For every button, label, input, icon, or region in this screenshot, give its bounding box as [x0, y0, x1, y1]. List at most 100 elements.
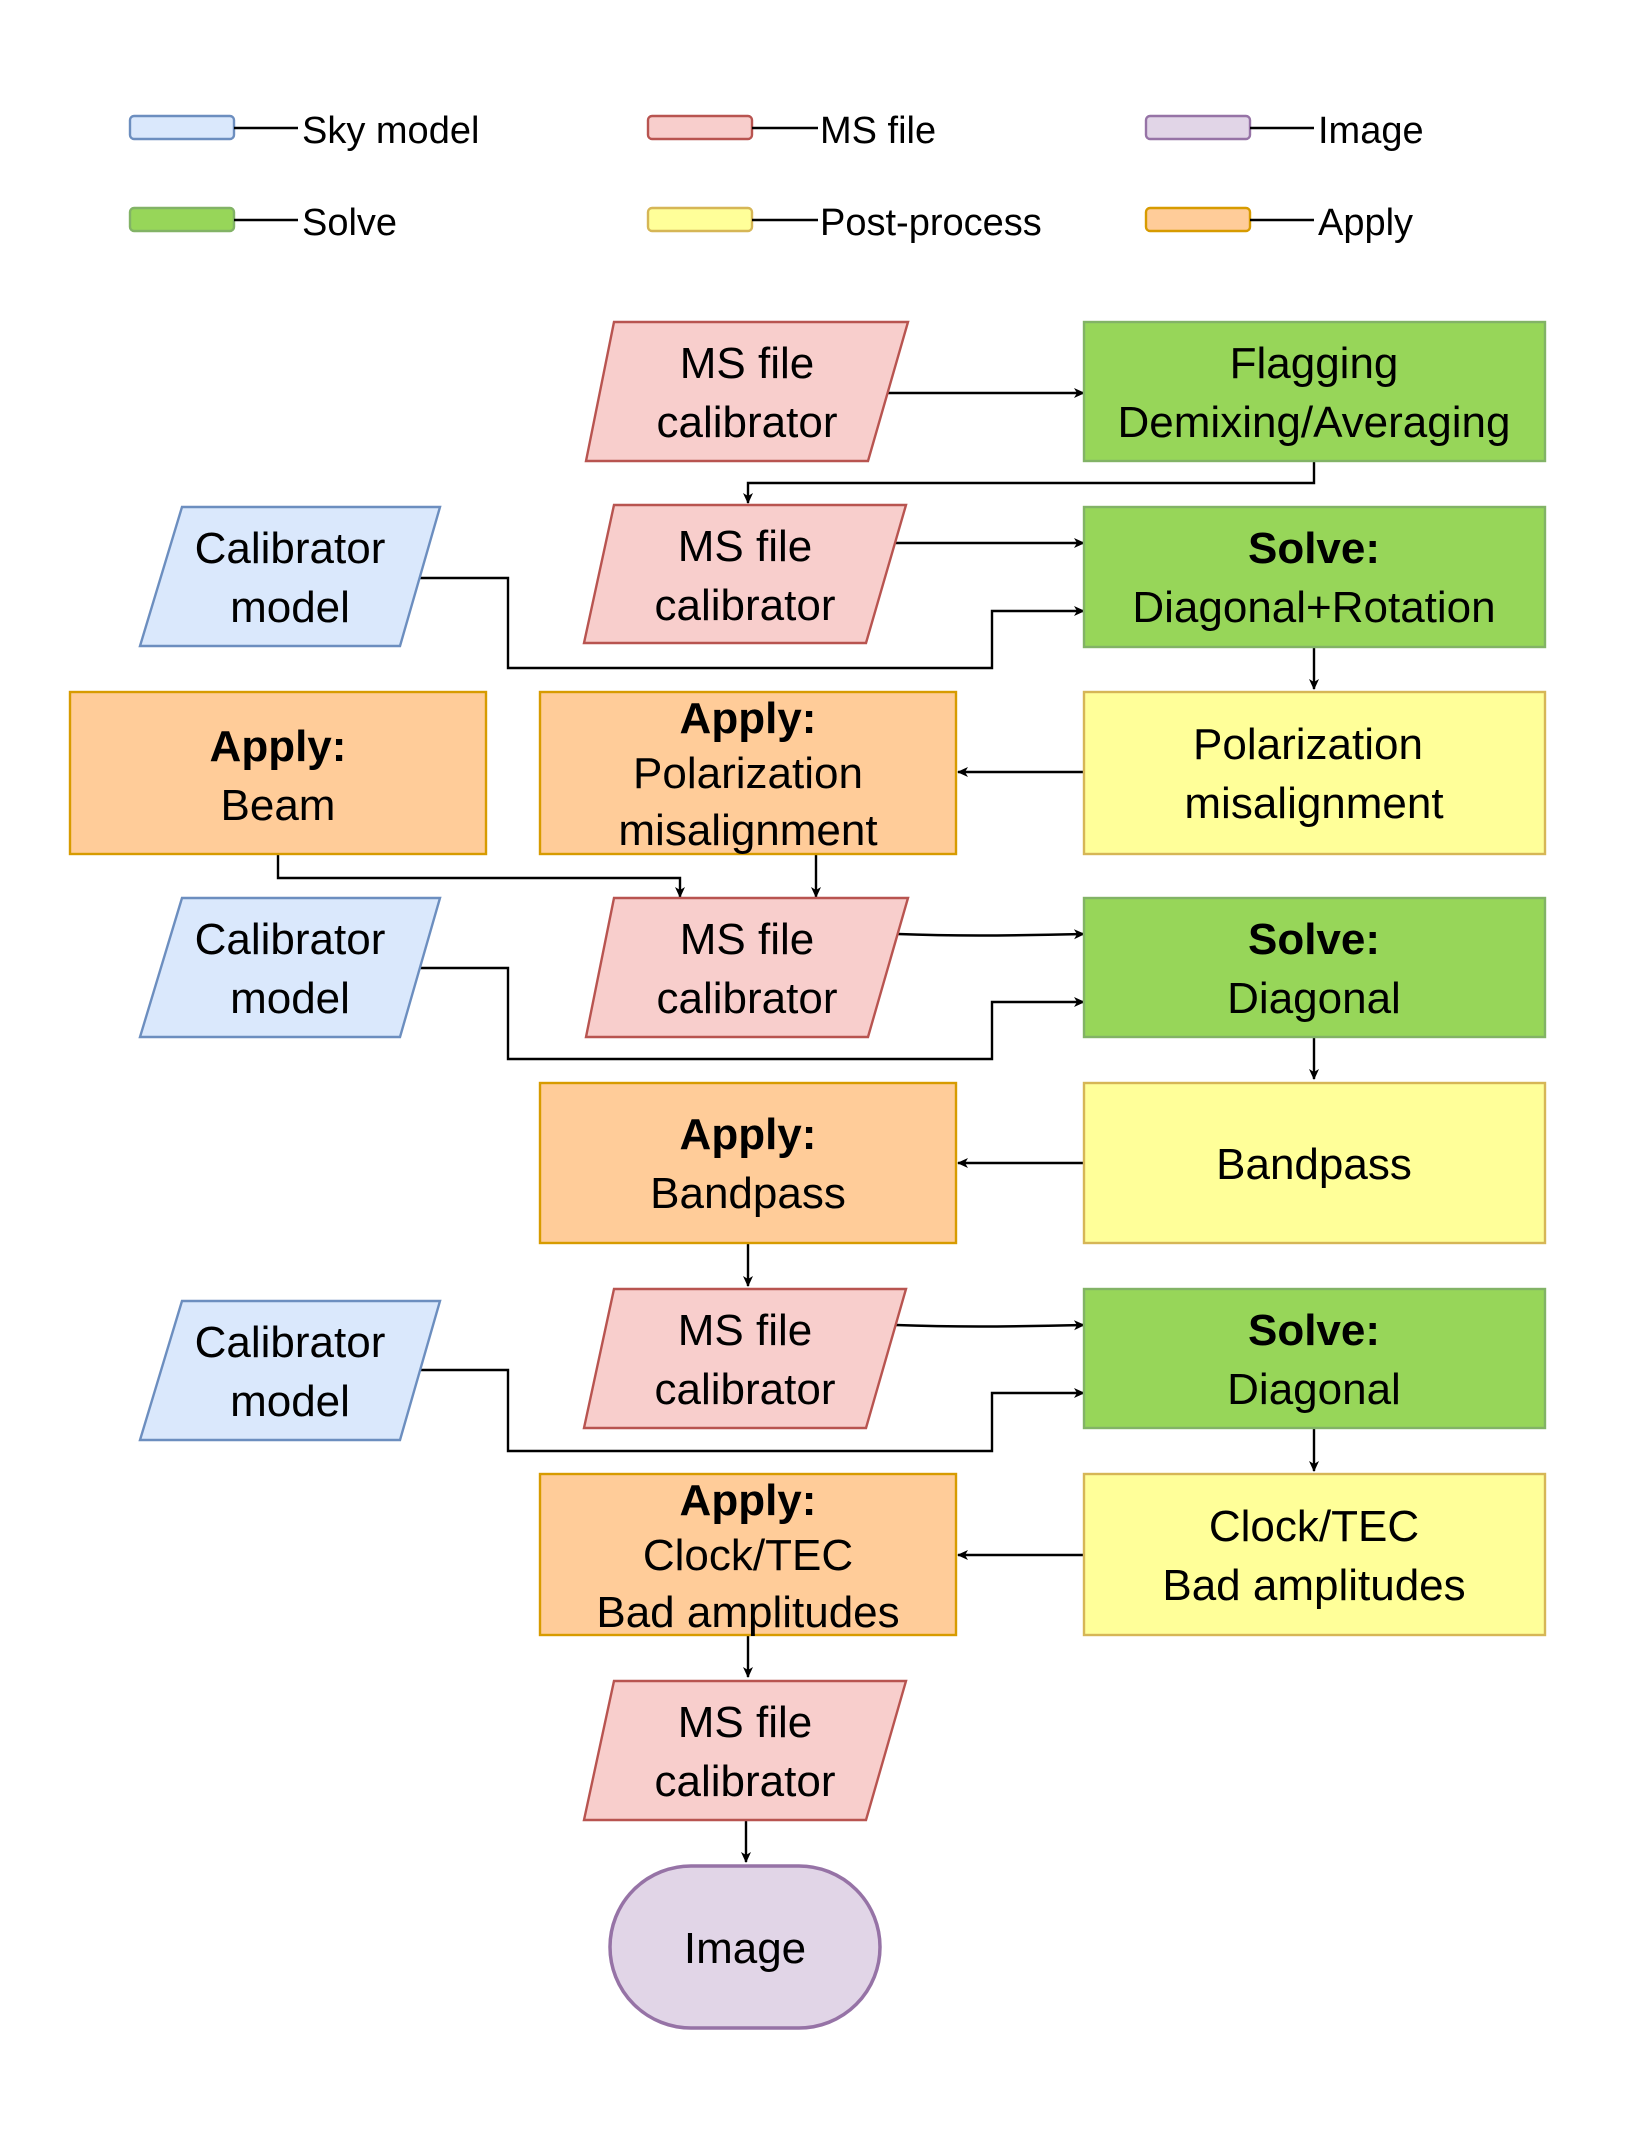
node-ms-file-2: MS file calibrator: [582, 503, 908, 645]
node-label-line: Bad amplitudes: [1162, 1561, 1465, 1610]
node-label-line: MS file: [678, 1698, 812, 1747]
node-solve-diagonal-1: Solve: Diagonal: [1082, 896, 1547, 1039]
sky-model-shape: [138, 505, 442, 648]
node-label-line: Calibrator: [195, 915, 386, 964]
node-apply-polarization: Apply: Polarization misalignment: [538, 690, 958, 856]
node-ms-file-5: MS file calibrator: [582, 1679, 908, 1822]
node-apply-bandpass: Apply: Bandpass: [538, 1081, 958, 1245]
node-polarization-misalignment: Polarization misalignment: [1082, 690, 1547, 856]
node-label-line: Bandpass: [650, 1169, 846, 1218]
legend-item-image: Image: [1144, 110, 1424, 152]
edge-ms3-to-solve2: [897, 929, 1085, 940]
solve-shape: [1082, 505, 1547, 649]
legend-swatch-ms-file: [646, 114, 754, 141]
node-title: Apply:: [680, 1476, 817, 1525]
ms-file-shape: [584, 320, 910, 463]
node-label-line: MS file: [680, 915, 814, 964]
edge-applybeam-to-ms3: [276, 854, 685, 898]
solve-shape: [1082, 320, 1547, 463]
node-label-line: Diagonal: [1227, 974, 1401, 1023]
node-title: Solve:: [1248, 1306, 1380, 1355]
legend-swatch-image: [1144, 114, 1252, 141]
post-process-shape: [1082, 1472, 1547, 1637]
node-calibrator-model-2: Calibrator model: [138, 896, 442, 1039]
nodes: MS file calibrator Flagging Demixing/Ave…: [68, 320, 1547, 2030]
legend-label-post-process: Post-process: [820, 202, 1042, 244]
edges: [276, 388, 1319, 1863]
node-label-line: Bandpass: [1216, 1140, 1412, 1189]
node-image: Image: [608, 1864, 882, 2030]
legend-item-post-process: Post-process: [646, 202, 1042, 244]
node-label-line: calibrator: [657, 974, 838, 1023]
node-ms-file-3: MS file calibrator: [584, 896, 910, 1039]
legend-swatch-solve: [128, 206, 236, 233]
solve-shape: [1082, 1287, 1547, 1430]
node-label-line: Demixing/Averaging: [1118, 398, 1511, 447]
legend-item-sky-model: Sky model: [128, 110, 479, 152]
legend-swatch-sky-model: [128, 114, 236, 141]
node-solve-diagonal-rotation: Solve: Diagonal+Rotation: [1082, 505, 1547, 649]
legend-label-sky-model: Sky model: [302, 110, 479, 152]
ms-file-shape: [582, 1679, 908, 1822]
legend-swatch-post-process: [646, 206, 754, 233]
node-calibrator-model-1: Calibrator model: [138, 505, 442, 648]
node-label-line: model: [230, 1377, 350, 1426]
node-ms-file-1: MS file calibrator: [584, 320, 910, 463]
apply-shape: [538, 1081, 958, 1245]
sky-model-shape: [138, 896, 442, 1039]
node-label-line: Polarization: [633, 749, 863, 798]
node-label-line: MS file: [680, 339, 814, 388]
sky-model-shape: [138, 1299, 442, 1442]
node-label-line: calibrator: [655, 1365, 836, 1414]
edge-ms4-to-solve3: [895, 1320, 1085, 1331]
node-label-line: MS file: [678, 1306, 812, 1355]
legend-label-solve: Solve: [302, 202, 397, 244]
node-bandpass: Bandpass: [1082, 1081, 1547, 1245]
edge-model2-to-solve2: [414, 966, 1085, 1061]
node-ms-file-4: MS file calibrator: [582, 1287, 908, 1430]
node-label-line: Flagging: [1230, 339, 1399, 388]
edge-flagging-to-ms2: [743, 461, 1316, 504]
node-label-line: calibrator: [657, 398, 838, 447]
node-label-line: Clock/TEC: [1209, 1502, 1419, 1551]
node-apply-beam: Apply: Beam: [68, 690, 488, 856]
legend-item-apply: Apply: [1144, 202, 1413, 244]
node-label-line: Diagonal+Rotation: [1132, 583, 1495, 632]
apply-shape: [68, 690, 488, 856]
node-label-line: Polarization: [1193, 720, 1423, 769]
node-solve-diagonal-2: Solve: Diagonal: [1082, 1287, 1547, 1430]
image-shape: [608, 1864, 882, 2030]
legend: Sky model MS file Image Solve Post-proce…: [128, 110, 1424, 244]
legend-label-ms-file: MS file: [820, 110, 936, 152]
apply-shape: [538, 690, 958, 856]
post-process-shape: [1082, 1081, 1547, 1245]
edge-model3-to-solve3: [414, 1368, 1085, 1453]
node-label-line: model: [230, 583, 350, 632]
legend-label-image: Image: [1318, 110, 1424, 152]
solve-shape: [1082, 896, 1547, 1039]
node-label-line: Clock/TEC: [643, 1531, 853, 1580]
ms-file-shape: [582, 503, 908, 645]
ms-file-shape: [584, 896, 910, 1039]
node-title: Solve:: [1248, 915, 1380, 964]
node-label-line: Calibrator: [195, 1318, 386, 1367]
node-label-line: misalignment: [1184, 779, 1443, 828]
node-label-line: Diagonal: [1227, 1365, 1401, 1414]
node-label-line: calibrator: [655, 1757, 836, 1806]
legend-item-solve: Solve: [128, 202, 397, 244]
node-label-line: calibrator: [655, 581, 836, 630]
node-label-line: model: [230, 974, 350, 1023]
node-label-line: Beam: [221, 781, 336, 830]
node-label-line: Calibrator: [195, 524, 386, 573]
ms-file-shape: [582, 1287, 908, 1430]
legend-label-apply: Apply: [1318, 202, 1413, 244]
apply-shape: [538, 1472, 958, 1637]
node-label-line: misalignment: [618, 806, 877, 855]
node-title: Solve:: [1248, 524, 1380, 573]
node-calibrator-model-3: Calibrator model: [138, 1299, 442, 1442]
node-flagging: Flagging Demixing/Averaging: [1082, 320, 1547, 463]
edge-model1-to-solve1: [414, 576, 1085, 670]
legend-swatch-apply: [1144, 206, 1252, 233]
legend-item-ms-file: MS file: [646, 110, 936, 152]
